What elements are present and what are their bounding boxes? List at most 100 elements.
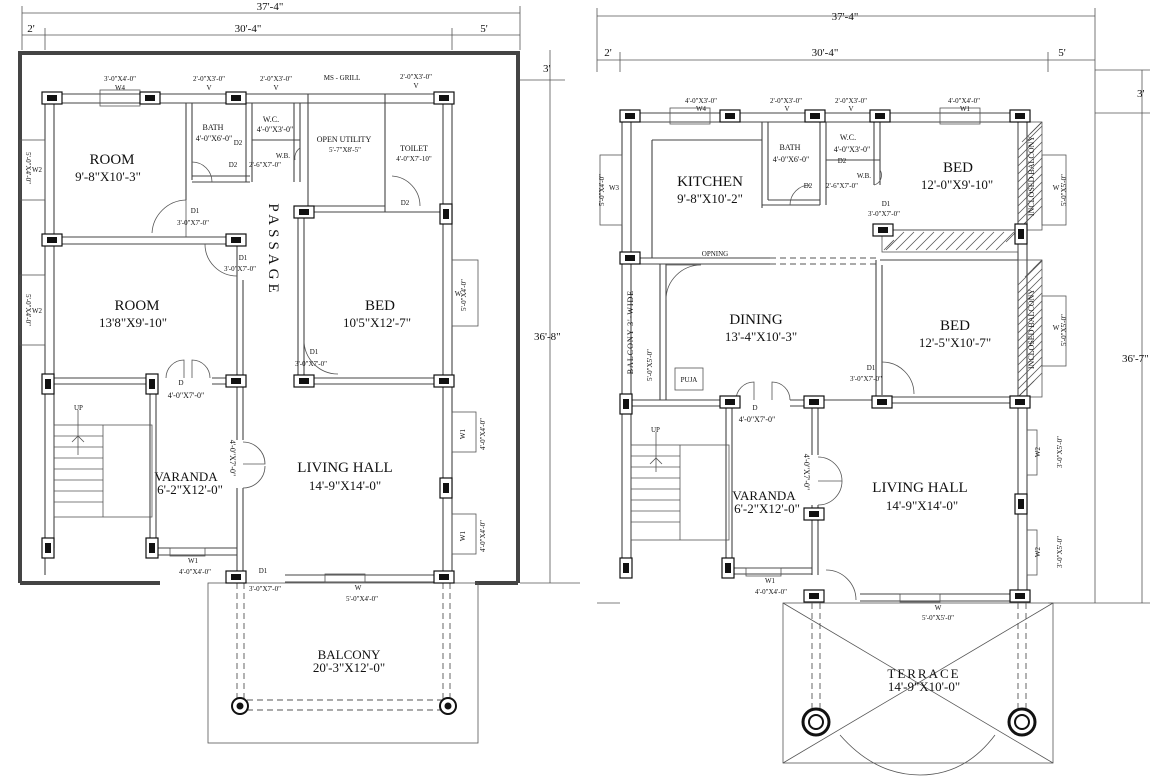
plan2-w2-b: W2 <box>1034 546 1042 557</box>
plan2-d-label: D <box>752 404 757 412</box>
plan2-windows <box>599 107 1067 603</box>
hatch-line <box>1017 149 1043 175</box>
plan2-w-right-b-size: 5'-0"X5'-0" <box>1060 314 1068 346</box>
plan1-room-top-size: 9'-8"X10'-3" <box>75 169 141 184</box>
plan1-passage-label: PASSAGE <box>265 203 281 296</box>
plan2-doors <box>665 169 915 601</box>
hatch-line <box>1017 308 1043 334</box>
plan1-d1-d-size: 3'-0"X7'-0" <box>249 585 281 593</box>
plan2-main-width: 30'-4" <box>812 47 839 59</box>
hatch-line <box>1040 259 1043 262</box>
hatch-line <box>1017 173 1043 199</box>
plan2-bed1-size: 12'-0"X9'-10" <box>921 177 993 192</box>
hatch-line <box>975 231 995 251</box>
plan1-d2-a-size: 2'-6"X7'-0" <box>249 161 281 169</box>
hatch-line <box>1017 332 1043 358</box>
hatch-line <box>1017 348 1043 374</box>
hatch-line <box>1017 197 1043 223</box>
hatch-line <box>1017 292 1043 318</box>
plan1-d-vert-size: 4'-0"X7'-0" <box>228 440 237 477</box>
plan1-right-offset: 5' <box>480 23 488 35</box>
plan1-wc-name: W.C. <box>263 115 279 124</box>
plan2-hatching <box>883 121 1043 398</box>
plan2-w4-label: W4 <box>696 105 707 113</box>
plan1-bed-size: 10'5"X12'-7" <box>343 315 411 330</box>
plan1-balcony-name: BALCONY <box>318 647 381 662</box>
plan1-w1-a-size: 4'-0"X4'-0" <box>479 418 487 450</box>
plan1-top-offset: 3' <box>543 63 551 75</box>
plan2-w2-a: W2 <box>1034 446 1042 457</box>
hatch-line <box>883 239 895 251</box>
plan2-right-offset: 5' <box>1058 47 1066 59</box>
hatch-line <box>1005 231 1017 243</box>
plan1-w2-top: W2 <box>32 166 43 174</box>
plan2-w1-top-label: W1 <box>960 105 971 113</box>
plan1-utility-size: 5'-7"X8'-5" <box>329 146 361 154</box>
plan1-d2-c: D2 <box>401 199 410 207</box>
plan2-bath-size: 4'-0"X6'-0" <box>773 155 810 164</box>
plan1-v1-label: V <box>206 84 211 92</box>
plan1-w2-mid: W2 <box>32 307 43 315</box>
plan1-w-right: W <box>455 290 462 298</box>
hatch-line <box>1017 268 1043 294</box>
hatch-line <box>925 231 945 251</box>
plan1-main-width: 30'-4" <box>235 23 262 35</box>
plan1-wc-size: 4'-0"X3'-0" <box>257 125 294 134</box>
plan2-w2-a-size: 3'-0"X5'-0" <box>1056 436 1064 468</box>
hatch-line <box>965 231 985 251</box>
plan2-bed1-name: BED <box>943 160 973 176</box>
plan2-wc-name: W.C. <box>840 133 856 142</box>
plan1-height: 36'-8" <box>534 331 561 343</box>
plan1-d-size: 4'-0"X7'-0" <box>168 391 205 400</box>
hatch-line <box>1017 165 1043 191</box>
plan2-v1-label: V <box>784 105 789 113</box>
plan2-dining-size: 13'-4"X10'-3" <box>725 329 797 344</box>
plan1-stairs <box>53 410 153 518</box>
plan1-d-label: D <box>178 379 183 387</box>
plan1-balcony-outline <box>207 582 479 744</box>
plan1-w1-b-size: 4'-0"X4'-0" <box>479 520 487 552</box>
hatch-line <box>1017 141 1043 167</box>
plan1-d1-b: D1 <box>239 254 248 262</box>
hatch-line <box>1017 189 1043 215</box>
plan2-w-right-a: W <box>1053 184 1060 192</box>
plan1-living-name: LIVING HALL <box>297 460 392 476</box>
plan2-w3-label: W3 <box>609 184 620 192</box>
plan1-v3-size: 2'-0"X3'-0" <box>400 73 432 81</box>
plan1-windows <box>19 89 479 583</box>
plan2-bed2-name: BED <box>940 318 970 334</box>
plan2-varanda-name: VARANDA <box>732 488 796 503</box>
hatch-line <box>1017 181 1043 207</box>
plan2-d1-a: D1 <box>882 200 891 208</box>
plan2-wb: W.B. <box>857 172 871 180</box>
plan2-d2-a-size: 2'-6"X7'-0" <box>826 182 858 190</box>
plan2-stairs <box>630 432 730 541</box>
plan2-w3-size: 5'-0"X4'-0" <box>598 174 606 206</box>
plan2-puja: PUJA <box>681 376 698 384</box>
plan2-w-right-b: W <box>1053 324 1060 332</box>
plan1-bath-size: 4'-0"X6'-0" <box>196 134 233 143</box>
plan2-height: 36'-7" <box>1122 353 1149 365</box>
plan1-columns <box>41 91 457 715</box>
plan2-d2-a: D2 <box>804 182 813 190</box>
plan1-w1-c-size: 4'-0"X4'-0" <box>179 568 211 576</box>
plan2-living-name: LIVING HALL <box>872 480 967 496</box>
hatch-line <box>905 231 925 251</box>
plan1-w2-mid-size: 5'-0"X4'-0" <box>24 294 32 326</box>
hatch-line <box>1017 260 1043 286</box>
hatch-line <box>1017 125 1043 151</box>
plan2-w-right-a-size: 5'-0"X5'-0" <box>1060 174 1068 206</box>
plan2-w2-b-size: 3'-0"X5'-0" <box>1056 536 1064 568</box>
hatch-line <box>985 231 1005 251</box>
plan2-terrace-name: TERRACE <box>887 666 960 681</box>
plan2-v2-label: V <box>848 105 853 113</box>
plan1-varanda-size: 6'-2"X12'-0" <box>157 482 223 497</box>
plan1-utility-name: OPEN UTILITY <box>317 135 372 144</box>
hatch-line <box>1017 372 1043 398</box>
plan2-w-bottom-size: 5'-0"X5'-0" <box>922 614 954 622</box>
plan1-toilet-size: 4'-0"X7'-10" <box>396 155 432 163</box>
plan2-w1-b-size: 4'-0"X4'-0" <box>755 588 787 596</box>
plan1-w-right-size: 5'-0"X4'-0" <box>460 279 468 311</box>
hatch-line <box>1017 284 1043 310</box>
